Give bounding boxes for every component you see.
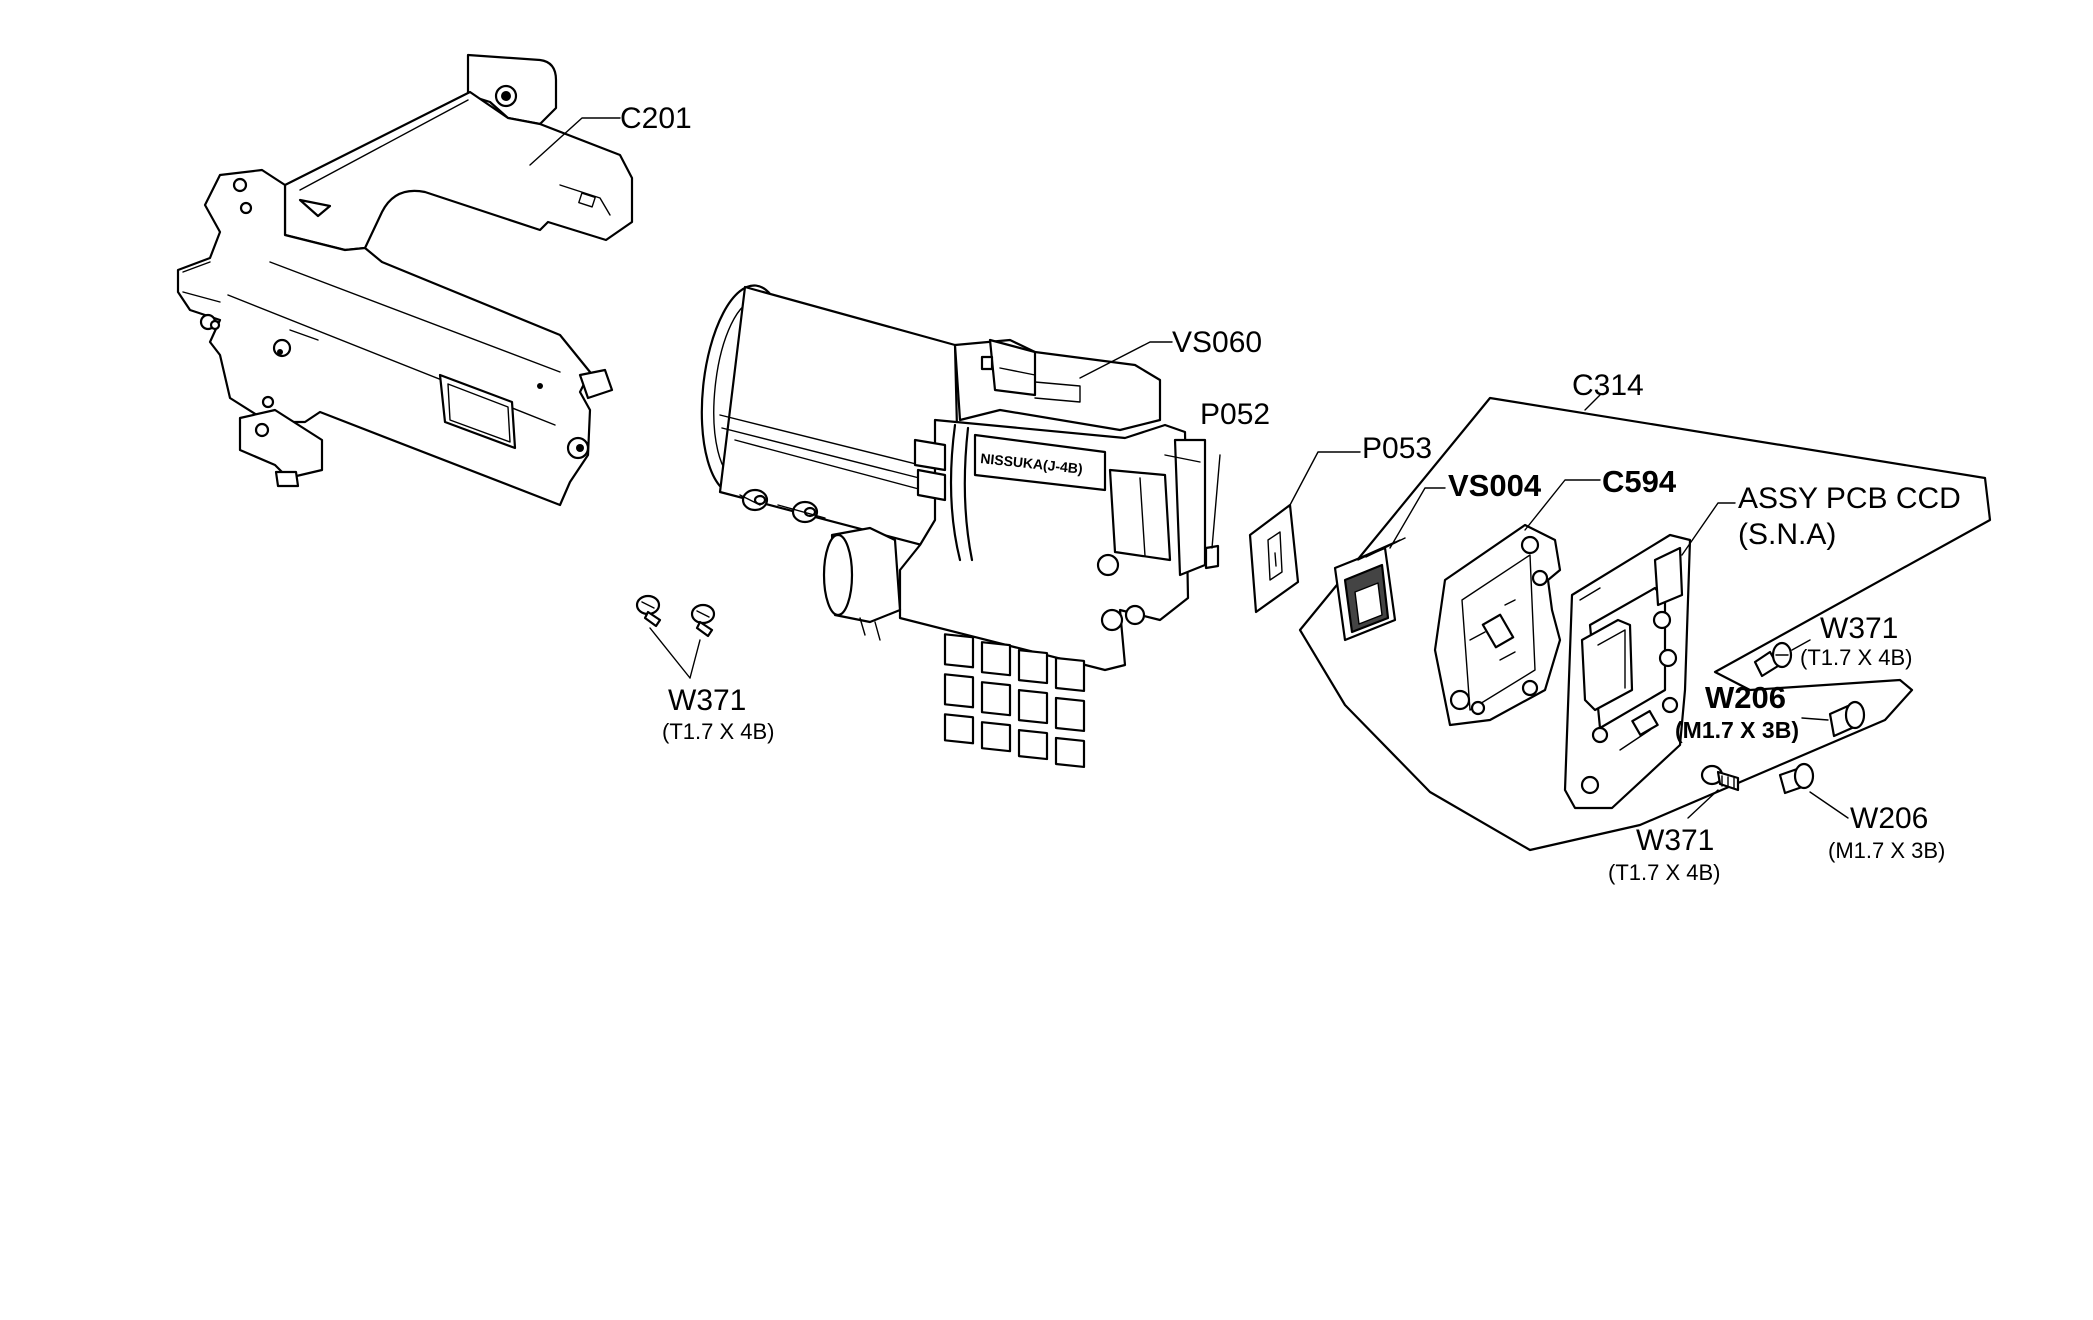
part-p053: [1248, 503, 1300, 614]
screw-w371-bottom: [1687, 764, 1740, 819]
part-c594: [1433, 523, 1562, 727]
label-w371-left-spec: (T1.7 X 4B): [662, 719, 774, 744]
label-assy-pcb-ccd: ASSY PCB CCD: [1738, 482, 1961, 515]
leader-c201: [529, 117, 621, 166]
part-assy-pcb-ccd: [1563, 533, 1692, 810]
label-w371-right-top-spec: (T1.7 X 4B): [1800, 645, 1912, 670]
screws-w371-left: [635, 594, 716, 679]
leader-assy-pcb-ccd: [1681, 502, 1736, 556]
leader-c314: [1584, 394, 1601, 411]
label-w206-top-spec: (M1.7 X 3B): [1675, 717, 1799, 743]
screw-w206-top: [1801, 700, 1866, 738]
label-w206-top: W206: [1705, 680, 1786, 715]
label-p053: P053: [1362, 432, 1432, 465]
screw-w371-right-top: [1753, 639, 1811, 678]
label-w371-bottom: W371: [1636, 824, 1714, 857]
label-vs060: VS060: [1172, 326, 1262, 359]
label-sna: (S.N.A): [1738, 518, 1836, 551]
label-c201: C201: [620, 102, 692, 135]
housing-grid: [943, 633, 1086, 769]
label-w371-left: W371: [668, 684, 746, 717]
leader-vs060: [1079, 341, 1173, 379]
leader-vs004: [1389, 487, 1446, 549]
label-w371-bottom-spec: (T1.7 X 4B): [1608, 860, 1720, 885]
label-p052: P052: [1200, 398, 1270, 431]
group-outline-c314: [1298, 396, 1992, 852]
leader-p053: [1289, 451, 1361, 506]
screw-w206-bottom: [1778, 762, 1849, 819]
part-p052: [1204, 454, 1221, 570]
label-w206-bottom-spec: (M1.7 X 3B): [1828, 838, 1945, 863]
label-c594: C594: [1602, 464, 1677, 499]
leader-c594: [1524, 479, 1601, 531]
label-vs004: VS004: [1448, 468, 1542, 503]
lens-unit-vs060: NISSUKA(J-4B): [700, 284, 1207, 769]
label-w206-bottom: W206: [1850, 802, 1928, 835]
bracket-c201: [176, 53, 634, 507]
label-w371-right-top: W371: [1820, 612, 1898, 645]
part-vs004: [1333, 537, 1406, 642]
label-c314: C314: [1572, 369, 1644, 402]
